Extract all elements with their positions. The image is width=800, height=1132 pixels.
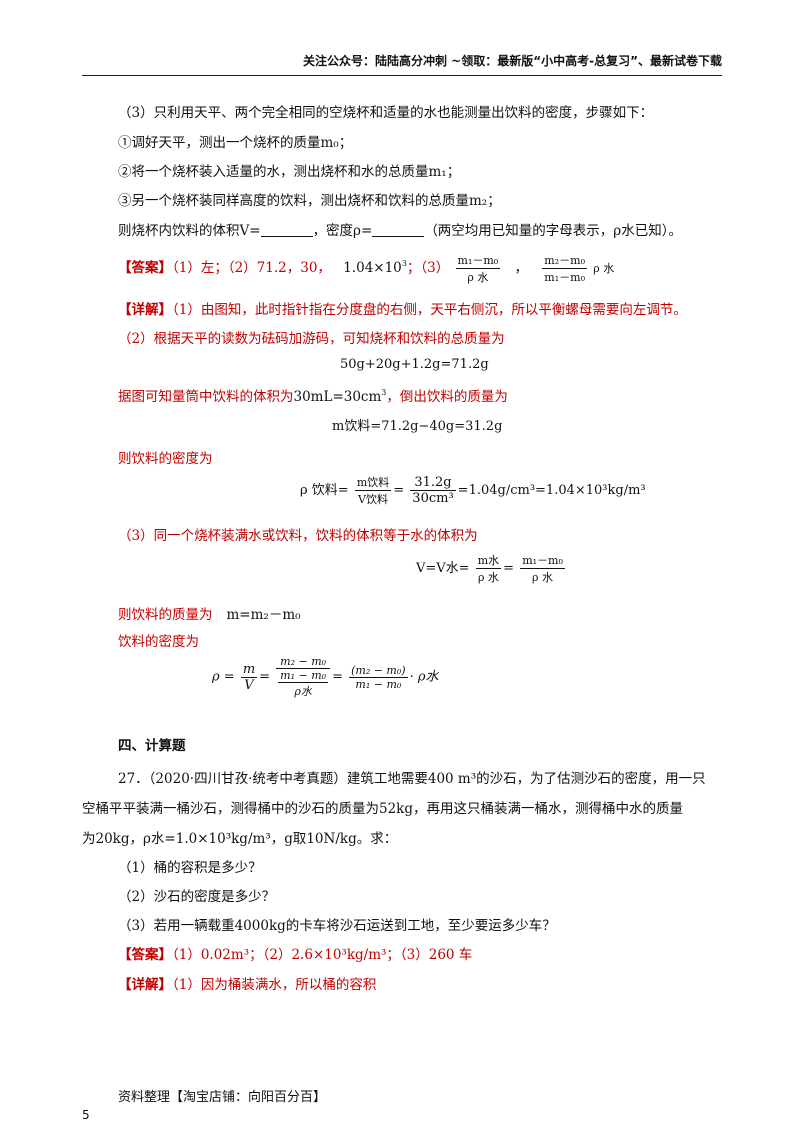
blank-volume <box>260 224 313 237</box>
q27-line2: 空桶平平装满一桶沙石，测得桶中的沙石的质量为52kg，再用这只桶装满一桶水，测得… <box>82 801 683 817</box>
detail1-p4: 则饮料的密度为 <box>118 451 213 467</box>
answer1-value: 1.04×103 <box>343 259 407 276</box>
section-title: 四、计算题 <box>118 738 186 754</box>
page-header: 关注公众号：陆陆高分冲刺 ~领取：最新版“小中高考-总复习”、最新试卷下载 <box>82 52 722 76</box>
eq-total-mass: 50g+20g+1.2g=71.2g <box>340 357 489 372</box>
answer1-body: （1）左；（2）71.2，30， <box>172 260 331 276</box>
answer1-tag: 【答案】 <box>118 260 172 276</box>
answer1-semi: ；（3） <box>406 260 450 276</box>
detail1-p1: 【详解】（1）由图知，此时指针指在分度盘的右侧，天平右侧沉，所以平衡螺母需要向左… <box>118 302 687 318</box>
q27-line3: 为20kg，ρ水=1.0×10³kg/m³，g取10N/kg。求： <box>82 831 398 847</box>
q27-sub2: （2）沙石的密度是多少？ <box>118 889 276 905</box>
blank-density <box>372 224 425 237</box>
q3-ask-c: （两空均用已知量的字母表示，ρ水已知）。 <box>424 223 682 239</box>
eq-poured-mass: m饮料=71.2g−40g=31.2g <box>332 419 503 434</box>
q3-step1: ①调好天平，测出一个烧杯的质量m₀； <box>118 135 353 151</box>
q3-ask-a: 则烧杯内饮料的体积V= <box>118 223 261 239</box>
page-number: 5 <box>82 1108 90 1122</box>
q3-step2: ②将一个烧杯装入适量的水，测出烧杯和水的总质量m₁； <box>118 164 461 180</box>
q3-intro: （3）只利用天平、两个完全相同的空烧杯和适量的水也能测量出饮料的密度，步骤如下： <box>118 105 654 121</box>
q3-ask: 则烧杯内饮料的体积V= ，密度ρ= （两空均用已知量的字母表示，ρ水已知）。 <box>118 219 682 239</box>
q27-sub1: （1）桶的容积是多少？ <box>118 860 262 876</box>
detail1-p2: （2）根据天平的读数为砝码加游码，可知烧杯和饮料的总质量为 <box>118 331 505 347</box>
q3-ask-b: ，密度ρ= <box>312 223 373 239</box>
answer1-comma: ， <box>514 260 529 276</box>
footer-note: 资料整理【淘宝店铺：向阳百分百】 <box>118 1090 327 1105</box>
q3-step3: ③另一个烧杯装同样高度的饮料，测出烧杯和饮料的总质量m₂； <box>118 193 501 209</box>
detail1-p3: 据图可知量筒中饮料的体积为30mL=30cm3，倒出饮料的质量为 <box>118 388 508 405</box>
answer1-tail: ρ 水 <box>593 262 615 275</box>
q27-sub3: （3）若用一辆载重4000kg的卡车将沙石运送到工地，至少要运多少车？ <box>118 918 556 934</box>
detail1-p5: （3）同一个烧杯装满水或饮料，饮料的体积等于水的体积为 <box>118 528 478 544</box>
q27-line1: 27．（2020·四川甘孜·统考中考真题）建筑工地需要400 m³的沙石，为了估… <box>118 771 706 787</box>
detail1-p7: 饮料的密度为 <box>118 634 199 650</box>
detail2-line: 【详解】（1）因为桶装满水，所以桶的容积 <box>118 977 377 993</box>
answer2-line: 【答案】（1）0.02m³；（2）2.6×10³kg/m³；（3）260 车 <box>118 947 473 963</box>
